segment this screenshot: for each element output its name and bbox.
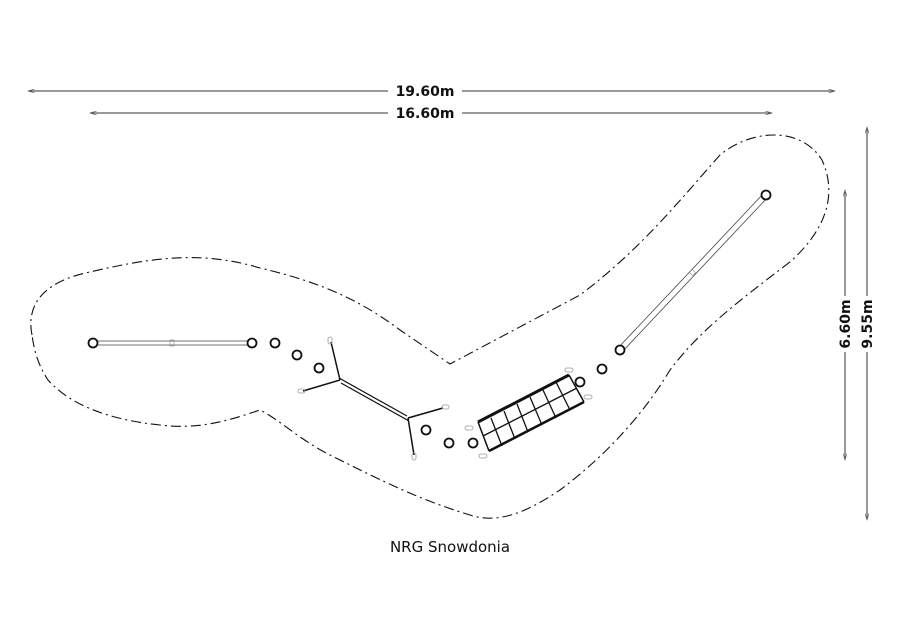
climbing-net: [464, 367, 593, 459]
post: [291, 349, 303, 361]
post: [614, 344, 626, 356]
drawing-title: NRG Snowdonia: [389, 538, 511, 556]
rope-traverse: [297, 336, 450, 461]
safety-zone-outline: [30, 134, 830, 519]
post: [596, 363, 608, 375]
balance-beam-right: [617, 192, 769, 353]
post: [467, 437, 479, 449]
dimension-overall-height: 9.55m: [860, 127, 876, 520]
post: [313, 362, 325, 374]
post: [87, 337, 99, 349]
dimension-inner-width: 16.60m: [90, 106, 772, 122]
post: [574, 376, 586, 388]
post: [760, 189, 772, 201]
dimension-inner-height: 6.60m: [838, 190, 854, 460]
stepping-posts: [87, 189, 772, 449]
post: [443, 437, 455, 449]
post: [246, 337, 258, 349]
post: [420, 424, 432, 436]
dimension-label-overall-width: 19.60m: [396, 84, 455, 100]
dimension-label-inner-width: 16.60m: [396, 106, 455, 122]
balance-beam-left: [93, 339, 252, 347]
dimension-overall-width: 19.60m: [28, 84, 835, 100]
dimension-label-inner-height: 6.60m: [838, 299, 854, 348]
post: [269, 337, 281, 349]
dimension-label-overall-height: 9.55m: [860, 299, 876, 348]
